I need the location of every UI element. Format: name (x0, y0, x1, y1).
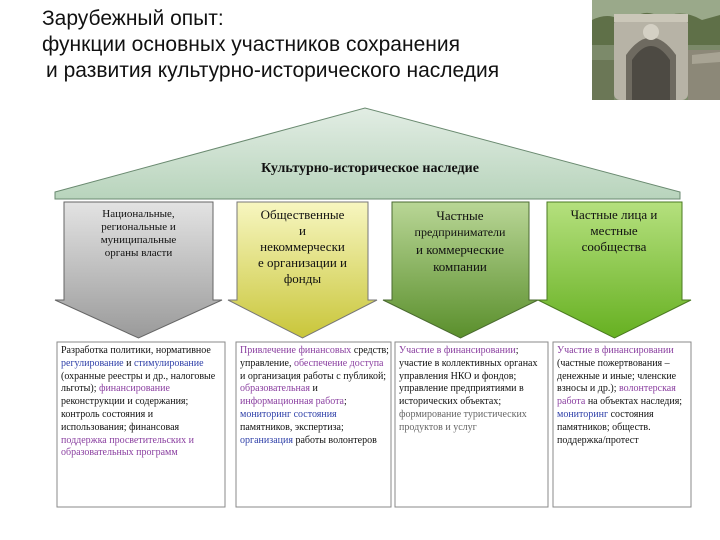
heritage-photo-image (592, 0, 720, 100)
column-description-3: Участие в финансировании; участие в колл… (399, 345, 546, 505)
description-segment: Участие в финансировании (557, 345, 674, 356)
description-segment: работы волонтеров (292, 434, 377, 446)
column-header-2-line: Общественные (260, 207, 345, 222)
column-box-frame-4 (552, 341, 692, 508)
description-segment: на объектах наследия; (585, 396, 683, 408)
heritage-roof-shape (54, 107, 681, 200)
description-segment: мониторинг состояния (240, 408, 337, 420)
column-header-1-line: муниципальные (100, 234, 177, 246)
column-header-3-line: предприниматели (414, 225, 506, 239)
description-segment: волонтерская работа (557, 383, 676, 408)
column-header-4-line: сообщества (581, 239, 647, 254)
description-segment: памятников, экспертиза; (240, 421, 344, 433)
column-header-3-line: и коммерческие (416, 242, 504, 257)
description-segment: организация (240, 434, 293, 446)
column-header-1-line: Национальные, (102, 208, 175, 220)
heritage-label: Культурно-историческое наследие (261, 161, 479, 176)
title-line-1: Зарубежный опыт: (42, 7, 224, 30)
description-segment: ; (344, 396, 347, 408)
description-segment: финансирование (98, 383, 170, 395)
description-segment: поддержка просветительских и образовател… (61, 434, 194, 459)
arrow-shape-4 (537, 201, 692, 339)
description-segment: реконструкции и содержания; контроль сос… (61, 396, 189, 433)
description-segment: мониторинг (557, 408, 609, 420)
column-header-4: Частные лица и местные сообщества (544, 207, 684, 255)
column-description-2: Привлечение финансовых средств; управлен… (240, 345, 389, 505)
title-line-3: и развития культурно-исторического насле… (46, 59, 500, 82)
column-header-1-line: региональные и (101, 221, 176, 233)
description-segment: (охранные реестры и др., налоговые льгот… (61, 370, 216, 395)
title-line-2: функции основных участников сохранения (42, 33, 460, 56)
description-segment: средств; управление, (240, 345, 389, 369)
column-header-2-line: и (299, 223, 306, 238)
description-segment: Разработка политики, нормативное (61, 345, 211, 356)
column-box-frame-3 (394, 341, 549, 508)
description-segment: и организация работы с публикой; (240, 370, 387, 382)
arrow-shape-2 (227, 201, 378, 339)
column-header-2-line: е организации и (257, 255, 348, 270)
description-segment: обеспечение доступа (293, 357, 384, 369)
column-description-4: Участие в финансировании (частные пожерт… (557, 345, 689, 505)
column-header-4-line: Частные лица и (570, 207, 658, 222)
description-segment: регулирование (61, 357, 124, 369)
column-box-frame-1 (56, 341, 226, 508)
description-segment: и (123, 357, 134, 369)
description-segment: ; участие в коллективных органах управле… (399, 345, 538, 408)
column-description-1: Разработка политики, нормативное регулир… (61, 345, 221, 505)
column-header-3-line: Частные (436, 208, 484, 223)
column-header-4-line: местные (590, 223, 638, 238)
description-segment: образовательная (240, 383, 310, 395)
description-segment: стимулирование (133, 357, 204, 369)
column-box-frame-2 (235, 341, 392, 508)
column-header-1: Национальные, региональные и муниципальн… (66, 208, 211, 260)
column-header-3: Частные предприниматели и коммерческие к… (390, 207, 530, 275)
slide-title: Зарубежный опыт: функции основных участн… (42, 6, 602, 84)
column-header-2: Общественные и некоммерчески е организац… (236, 207, 369, 287)
description-segment: Участие в финансировании (399, 345, 516, 356)
column-header-2-line: фонды (283, 271, 322, 286)
description-segment: формирование туристических продуктов и у… (399, 408, 527, 433)
column-header-2-line: некоммерчески (260, 239, 345, 254)
description-segment: Привлечение финансовых (240, 345, 352, 356)
description-segment: информационная работа (240, 396, 344, 408)
column-header-3-line: компании (433, 259, 487, 274)
arrow-shape-3 (382, 201, 539, 339)
description-segment: и (309, 383, 318, 395)
arrow-shape-1 (54, 201, 223, 339)
description-segment: состояния памятников; обществ. поддержка… (557, 408, 654, 446)
description-segment: (частные пожертвования – денежные и иные… (557, 357, 677, 395)
column-header-1-line: органы власти (104, 247, 173, 259)
